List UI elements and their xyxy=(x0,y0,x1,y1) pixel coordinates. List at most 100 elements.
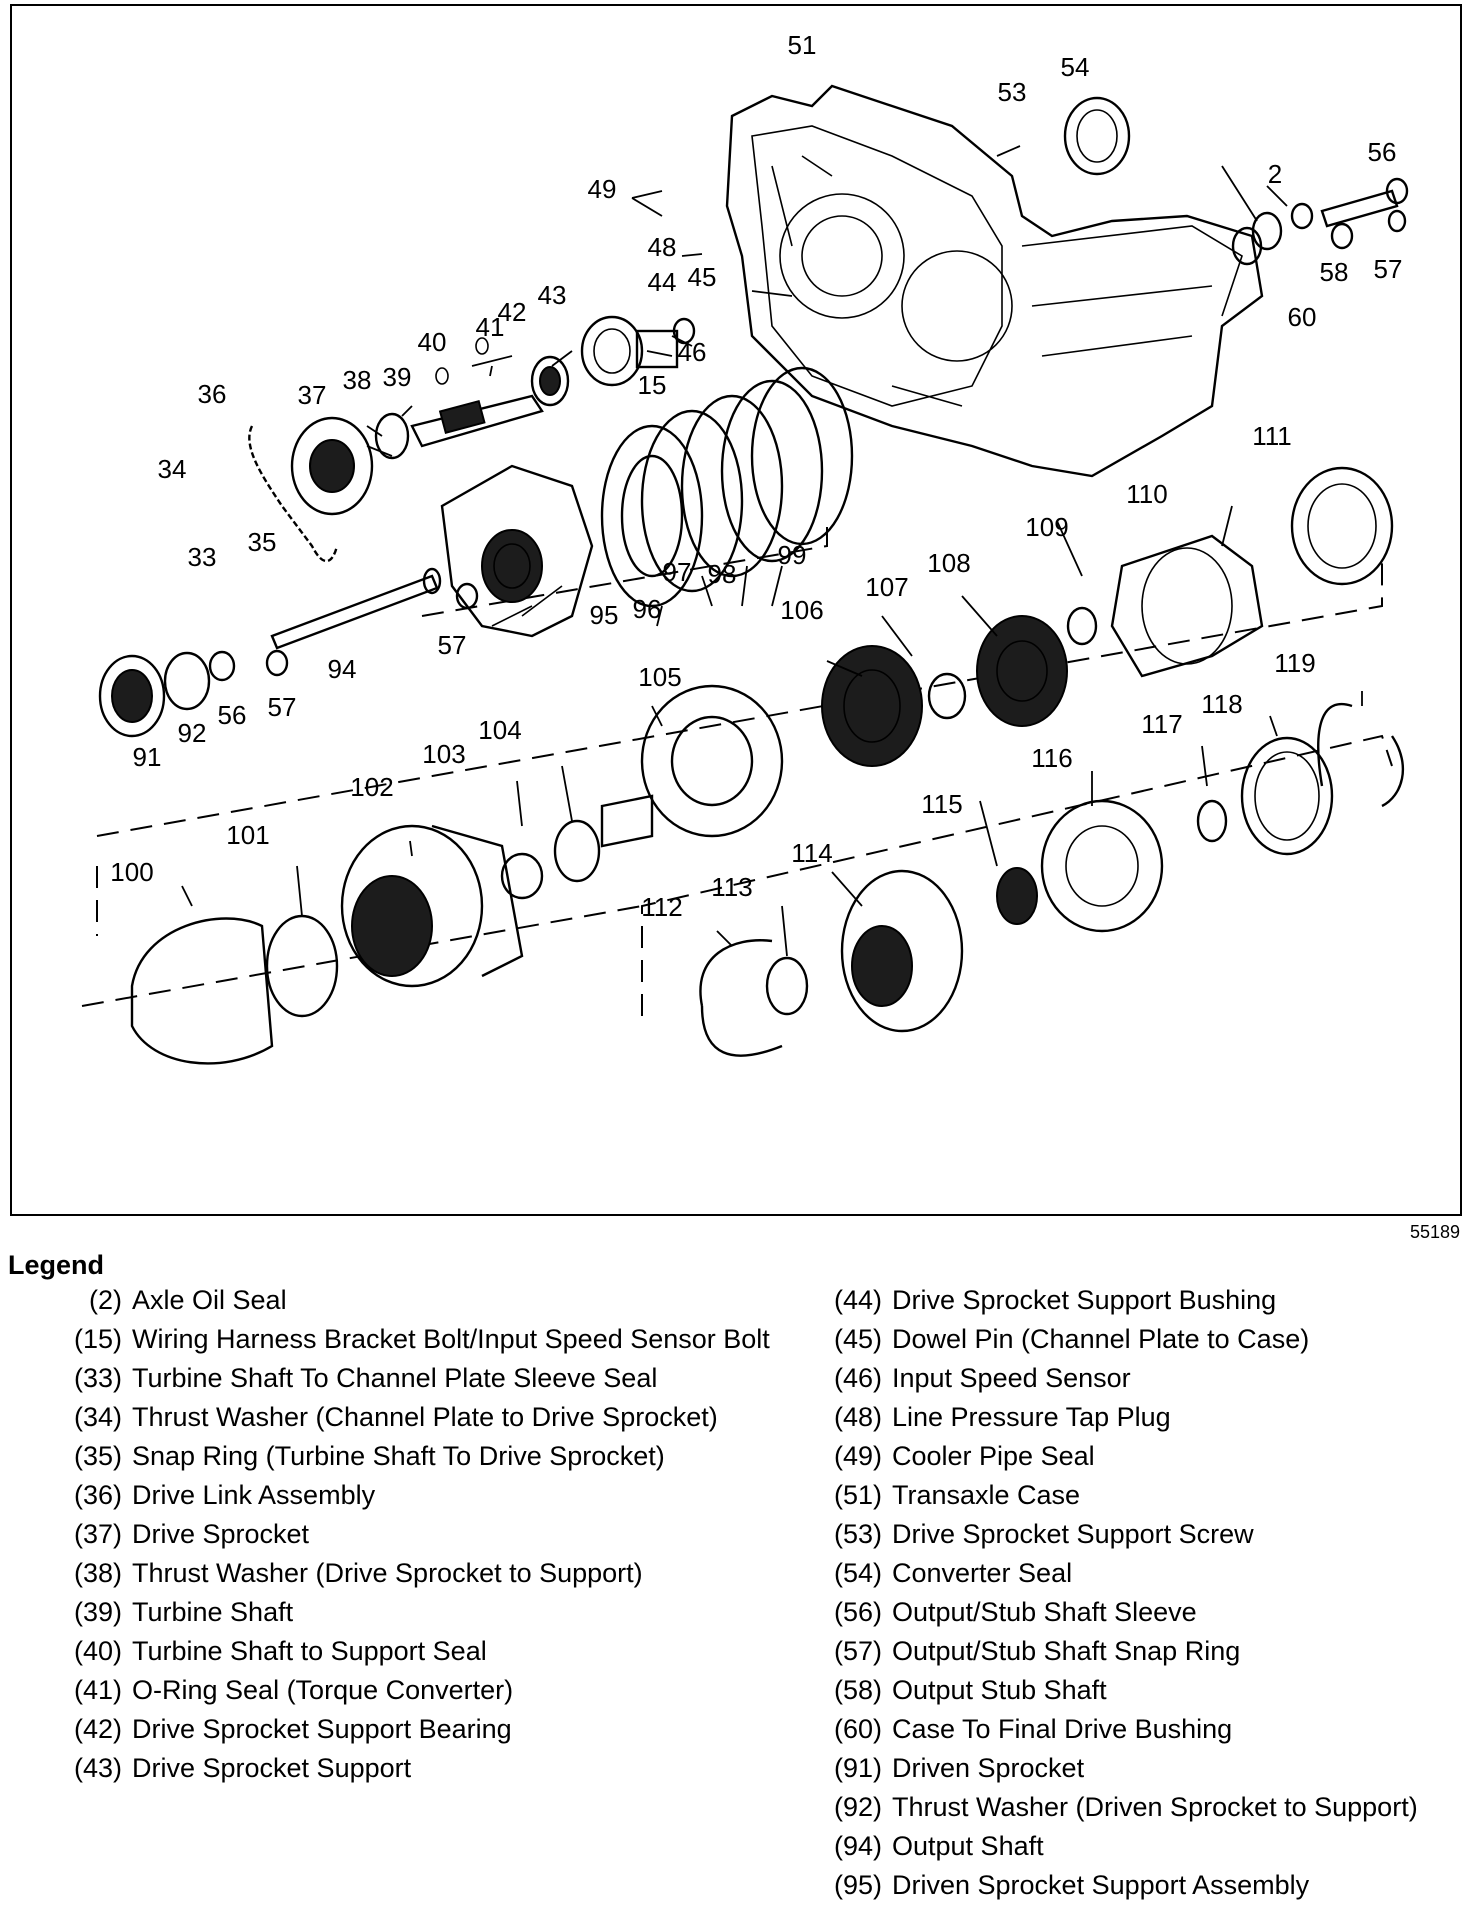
figure-id: 55189 xyxy=(1409,1222,1460,1242)
legend-entry-text: Dowel Pin (Channel Plate to Case) xyxy=(892,1324,1310,1354)
legend-entry-text: Thrust Washer (Driven Sprocket to Suppor… xyxy=(892,1792,1418,1822)
legend-entry-number: (35) xyxy=(73,1441,122,1471)
callout-57: 57 xyxy=(268,692,297,722)
callout-35: 35 xyxy=(248,527,277,557)
callout-119: 119 xyxy=(1274,648,1315,678)
callout-99: 99 xyxy=(778,540,807,570)
legend-entry: (34)Thrust Washer (Channel Plate to Driv… xyxy=(50,1401,790,1434)
callout-106: 106 xyxy=(780,595,823,625)
callout-103: 103 xyxy=(422,739,465,769)
output-stub-parts-drawing xyxy=(1063,96,1409,266)
callout-53: 53 xyxy=(998,77,1027,107)
legend-entry-text: Drive Sprocket Support Bushing xyxy=(892,1285,1277,1315)
callout-57: 57 xyxy=(438,630,467,660)
legend-entry-number: (2) xyxy=(89,1285,122,1315)
legend-entry: (56)Output/Stub Shaft Sleeve xyxy=(810,1596,1460,1629)
legend-entry-text: Input Speed Sensor xyxy=(892,1363,1131,1393)
callout-109: 109 xyxy=(1025,512,1068,542)
legend-entry: (94) Output Shaft xyxy=(810,1830,1460,1863)
legend-entry-number: (54) xyxy=(833,1558,882,1588)
legend-entry-text: Turbine Shaft to Support Seal xyxy=(132,1636,487,1666)
legend-entry-number: (45) xyxy=(833,1324,882,1354)
legend-entry-number: (44) xyxy=(833,1285,882,1315)
callout-39: 39 xyxy=(383,362,412,392)
legend-entry-number: (91) xyxy=(833,1753,882,1783)
legend-entry: (46)Input Speed Sensor xyxy=(810,1362,1460,1395)
legend-entry-text: Thrust Washer (Drive Sprocket to Support… xyxy=(132,1558,643,1588)
legend-entry-text: Output Stub Shaft xyxy=(892,1675,1107,1705)
legend-entry: (42)Drive Sprocket Support Bearing xyxy=(50,1713,790,1746)
legend-entry-number: (94) xyxy=(833,1831,882,1861)
callout-57: 57 xyxy=(1374,254,1403,284)
callout-102: 102 xyxy=(350,772,393,802)
callout-100: 100 xyxy=(110,857,153,887)
legend-entry: (2)Axle Oil Seal xyxy=(50,1284,790,1317)
legend-entry-number: (15) xyxy=(73,1324,122,1354)
legend-entry: (60)Case To Final Drive Bushing xyxy=(810,1713,1460,1746)
lower-drum-drawing xyxy=(130,819,601,1065)
legend-entry: (48)Line Pressure Tap Plug xyxy=(810,1401,1460,1434)
legend-entry-number: (53) xyxy=(833,1519,882,1549)
lower-planetary-drawing xyxy=(699,703,1405,1057)
legend-entry-number: (57) xyxy=(833,1636,882,1666)
legend-title: Legend xyxy=(8,1250,105,1280)
callout-2: 2 xyxy=(1268,159,1282,189)
legend-entry-number: (41) xyxy=(73,1675,122,1705)
callout-38: 38 xyxy=(343,365,372,395)
legend-entry-text: Driven Sprocket Support Assembly xyxy=(892,1870,1310,1900)
legend-entry: (58) Output Stub Shaft xyxy=(810,1674,1460,1707)
legend-entry-text: Converter Seal xyxy=(892,1558,1073,1588)
drive-link-chain-drawing xyxy=(248,416,374,563)
legend-entry: (44) Drive Sprocket Support Bushing xyxy=(810,1284,1460,1317)
legend-entry-text: Drive Sprocket Support xyxy=(132,1753,412,1783)
legend-entry-number: (56) xyxy=(833,1597,882,1627)
legend-right-column: (44) Drive Sprocket Support Bushing (45) Do… xyxy=(810,1284,1460,1908)
legend-entry: (39) Turbine Shaft xyxy=(50,1596,790,1629)
callout-118: 118 xyxy=(1201,689,1242,719)
legend-entry: (43)Drive Sprocket Support xyxy=(50,1752,790,1785)
legend-entry-text: Drive Link Assembly xyxy=(132,1480,376,1510)
legend-entry-text: Transaxle Case xyxy=(892,1480,1081,1510)
legend-entry-number: (58) xyxy=(833,1675,882,1705)
legend-entry-text: Snap Ring (Turbine Shaft To Drive Sprock… xyxy=(132,1441,665,1471)
callout-56: 56 xyxy=(218,700,247,730)
clutch-pack-drawing xyxy=(600,366,854,608)
legend-entry: (95) Driven Sprocket Support Assembly xyxy=(810,1869,1460,1902)
transaxle-case-drawing xyxy=(725,84,1264,478)
legend-entry-number: (36) xyxy=(73,1480,122,1510)
callout-37: 37 xyxy=(298,380,327,410)
driven-sprocket-support-drawing xyxy=(440,464,594,638)
callout-97: 97 xyxy=(663,557,692,587)
legend-entry-text: Turbine Shaft To Channel Plate Sleeve Se… xyxy=(132,1363,658,1393)
legend-entry-text: Turbine Shaft xyxy=(132,1597,294,1627)
diagram-canvas: 5153545624948454443424140393837363433354… xyxy=(81,30,1409,1065)
legend-entry: (36) Drive Link Assembly xyxy=(50,1479,790,1512)
legend-entry-number: (49) xyxy=(833,1441,882,1471)
legend-entry-number: (95) xyxy=(833,1870,882,1900)
legend-entry-number: (38) xyxy=(73,1558,122,1588)
callout-33: 33 xyxy=(188,542,217,572)
callout-56: 56 xyxy=(1368,137,1397,167)
callout-41: 41 xyxy=(476,312,505,342)
legend-entry-number: (34) xyxy=(73,1402,122,1432)
legend-entry-number: (60) xyxy=(833,1714,882,1744)
legend-left-column: (2)Axle Oil Seal(15)Wiring Harness Brack… xyxy=(50,1284,790,1791)
legend-entry-number: (39) xyxy=(73,1597,122,1627)
legend-entry: (91)Driven Sprocket xyxy=(810,1752,1460,1785)
legend-entry-number: (37) xyxy=(73,1519,122,1549)
callout-44: 44 xyxy=(648,267,677,297)
legend-entry: (92) Thrust Washer (Driven Sprocket to Su… xyxy=(810,1791,1460,1824)
callout-43: 43 xyxy=(538,280,567,310)
callout-94: 94 xyxy=(328,654,357,684)
callout-42: 42 xyxy=(498,297,527,327)
legend-entry-number: (33) xyxy=(73,1363,122,1393)
legend-entry-text: Output Shaft xyxy=(892,1831,1044,1861)
callout-95: 95 xyxy=(590,600,619,630)
legend-entry-text: O-Ring Seal (Torque Converter) xyxy=(132,1675,514,1705)
callout-91: 91 xyxy=(133,742,162,772)
legend-entry-number: (92) xyxy=(833,1792,882,1822)
callout-40: 40 xyxy=(418,327,447,357)
callout-114: 114 xyxy=(791,838,832,868)
callout-115: 115 xyxy=(921,789,962,819)
